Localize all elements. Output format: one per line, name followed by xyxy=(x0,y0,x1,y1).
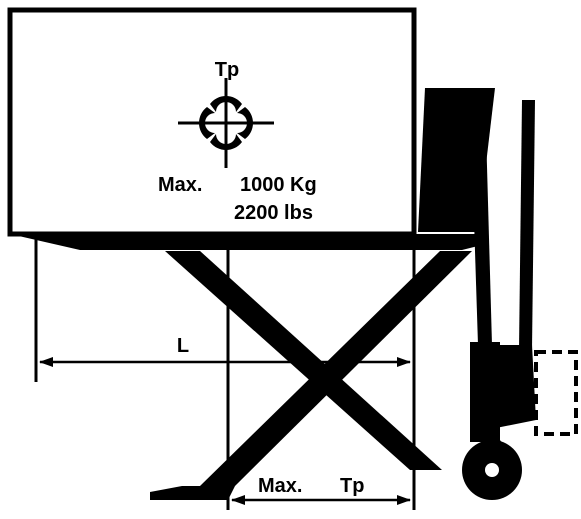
mast-post-inner xyxy=(470,95,492,345)
center-of-gravity-label: Tp xyxy=(215,59,239,81)
length-label: L xyxy=(177,335,189,357)
fork-platform xyxy=(10,234,478,250)
capacity-kg: 1000 Kg xyxy=(240,174,317,196)
scissor-leg-rear xyxy=(200,251,472,486)
hydraulic-cylinder xyxy=(470,342,500,442)
dashed-handle-outline xyxy=(534,350,578,436)
capacity-lbs: 2200 lbs xyxy=(234,202,313,224)
scissor-leg-forward xyxy=(165,251,442,470)
max-capacity-prefix: Max. xyxy=(158,174,202,196)
max-tp-tp-label: Tp xyxy=(340,475,364,497)
center-of-gravity-icon xyxy=(178,78,274,168)
handle-bar xyxy=(519,100,535,350)
max-tp-max-label: Max. xyxy=(258,475,302,497)
front-foot xyxy=(150,486,235,500)
rear-wheel-hub xyxy=(485,463,499,477)
